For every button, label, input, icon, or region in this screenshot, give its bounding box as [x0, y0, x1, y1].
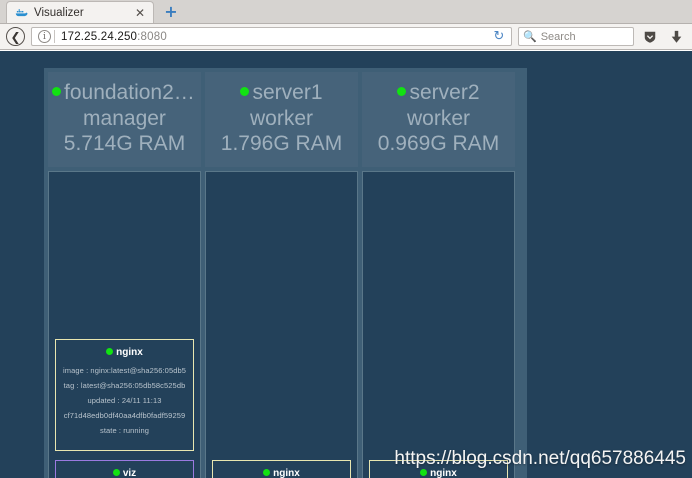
node-role: worker [249, 106, 313, 130]
task-title: nginx [60, 347, 189, 358]
search-bar[interactable]: 🔍 Search [518, 27, 634, 46]
new-tab-button[interactable]: + [164, 2, 178, 21]
search-icon: 🔍 [523, 30, 537, 43]
task-tag: tag : latest@sha256:05db58c525db [63, 381, 186, 390]
task-id: cf71d48edb0df40aa4dfb0fadf59259 [63, 411, 186, 420]
back-icon[interactable]: ❮ [6, 27, 25, 46]
shield-icon[interactable] [640, 27, 660, 47]
node-ram: 0.969G RAM [377, 132, 500, 156]
url-port: :8080 [137, 30, 167, 43]
task-status-led-icon [263, 468, 271, 476]
node-name: foundation24… [52, 80, 197, 106]
node-ram: 1.796G RAM [220, 132, 343, 156]
task-card-nginx[interactable]: nginx image : nginx:latest@sha256:05db5 … [212, 460, 351, 478]
task-card-nginx[interactable]: nginx image : nginx:latest@sha256:05db5 … [55, 339, 194, 451]
node-column-foundation24: foundation24… manager 5.714G RAM nginx i… [48, 72, 201, 478]
search-placeholder: Search [540, 30, 576, 43]
task-updated: updated : 24/11 11:13 [87, 396, 162, 405]
node-role: worker [406, 106, 470, 130]
node-header: server2 worker 0.969G RAM [362, 72, 515, 167]
node-role: manager [83, 106, 166, 130]
node-header: server1 worker 1.796G RAM [205, 72, 358, 167]
task-image: image : nginx:latest@sha256:05db5 [62, 366, 187, 375]
address-bar[interactable]: i 172.25.24.250:8080 ↻ [31, 27, 512, 46]
node-task-list: nginx image : nginx:latest@sha256:05db5 … [362, 170, 515, 478]
node-task-list: nginx image : nginx:latest@sha256:05db5 … [205, 170, 358, 478]
node-status-led-icon [397, 86, 407, 96]
node-ram: 5.714G RAM [63, 132, 186, 156]
url-host: 172.25.24.250 [61, 30, 138, 43]
docker-whale-icon [15, 6, 28, 19]
swarm-visualizer-board: foundation24… manager 5.714G RAM nginx i… [44, 68, 527, 478]
node-column-server2: server2 worker 0.969G RAM nginx image : … [362, 72, 515, 478]
task-title: nginx [217, 468, 346, 478]
node-status-led-icon [52, 86, 61, 96]
navigation-toolbar: ❮ i 172.25.24.250:8080 ↻ 🔍 Search [0, 24, 692, 50]
task-state: state : running [99, 426, 150, 435]
node-column-server1: server1 worker 1.796G RAM nginx image : … [205, 72, 358, 478]
node-name: server1 [209, 80, 354, 106]
task-card-viz[interactable]: viz image : visualizer:latest tag : late… [55, 460, 194, 478]
site-info-icon[interactable]: i [38, 30, 51, 43]
download-arrow-icon[interactable] [666, 27, 686, 47]
task-status-led-icon [106, 347, 114, 355]
tab-title: Visualizer [34, 6, 84, 19]
task-title: nginx [374, 468, 503, 478]
task-status-led-icon [420, 468, 428, 476]
watermark-text: https://blog.csdn.net/qq657886445 [394, 448, 686, 469]
browser-tab-visualizer[interactable]: Visualizer ✕ [6, 1, 154, 23]
tab-strip: Visualizer ✕ + [0, 0, 692, 24]
task-status-led-icon [112, 468, 120, 476]
url-divider [54, 30, 55, 43]
page-viewport: foundation24… manager 5.714G RAM nginx i… [0, 51, 692, 478]
node-header: foundation24… manager 5.714G RAM [48, 72, 201, 167]
node-name: server2 [366, 80, 511, 106]
task-title: viz [60, 468, 189, 478]
reload-icon[interactable]: ↻ [493, 29, 505, 44]
task-card-nginx[interactable]: nginx image : nginx:latest@sha256:05db5 … [369, 460, 508, 478]
close-icon[interactable]: ✕ [134, 5, 145, 20]
url-text: 172.25.24.250:8080 [61, 31, 167, 43]
node-status-led-icon [240, 86, 250, 96]
node-task-list: nginx image : nginx:latest@sha256:05db5 … [48, 170, 201, 478]
